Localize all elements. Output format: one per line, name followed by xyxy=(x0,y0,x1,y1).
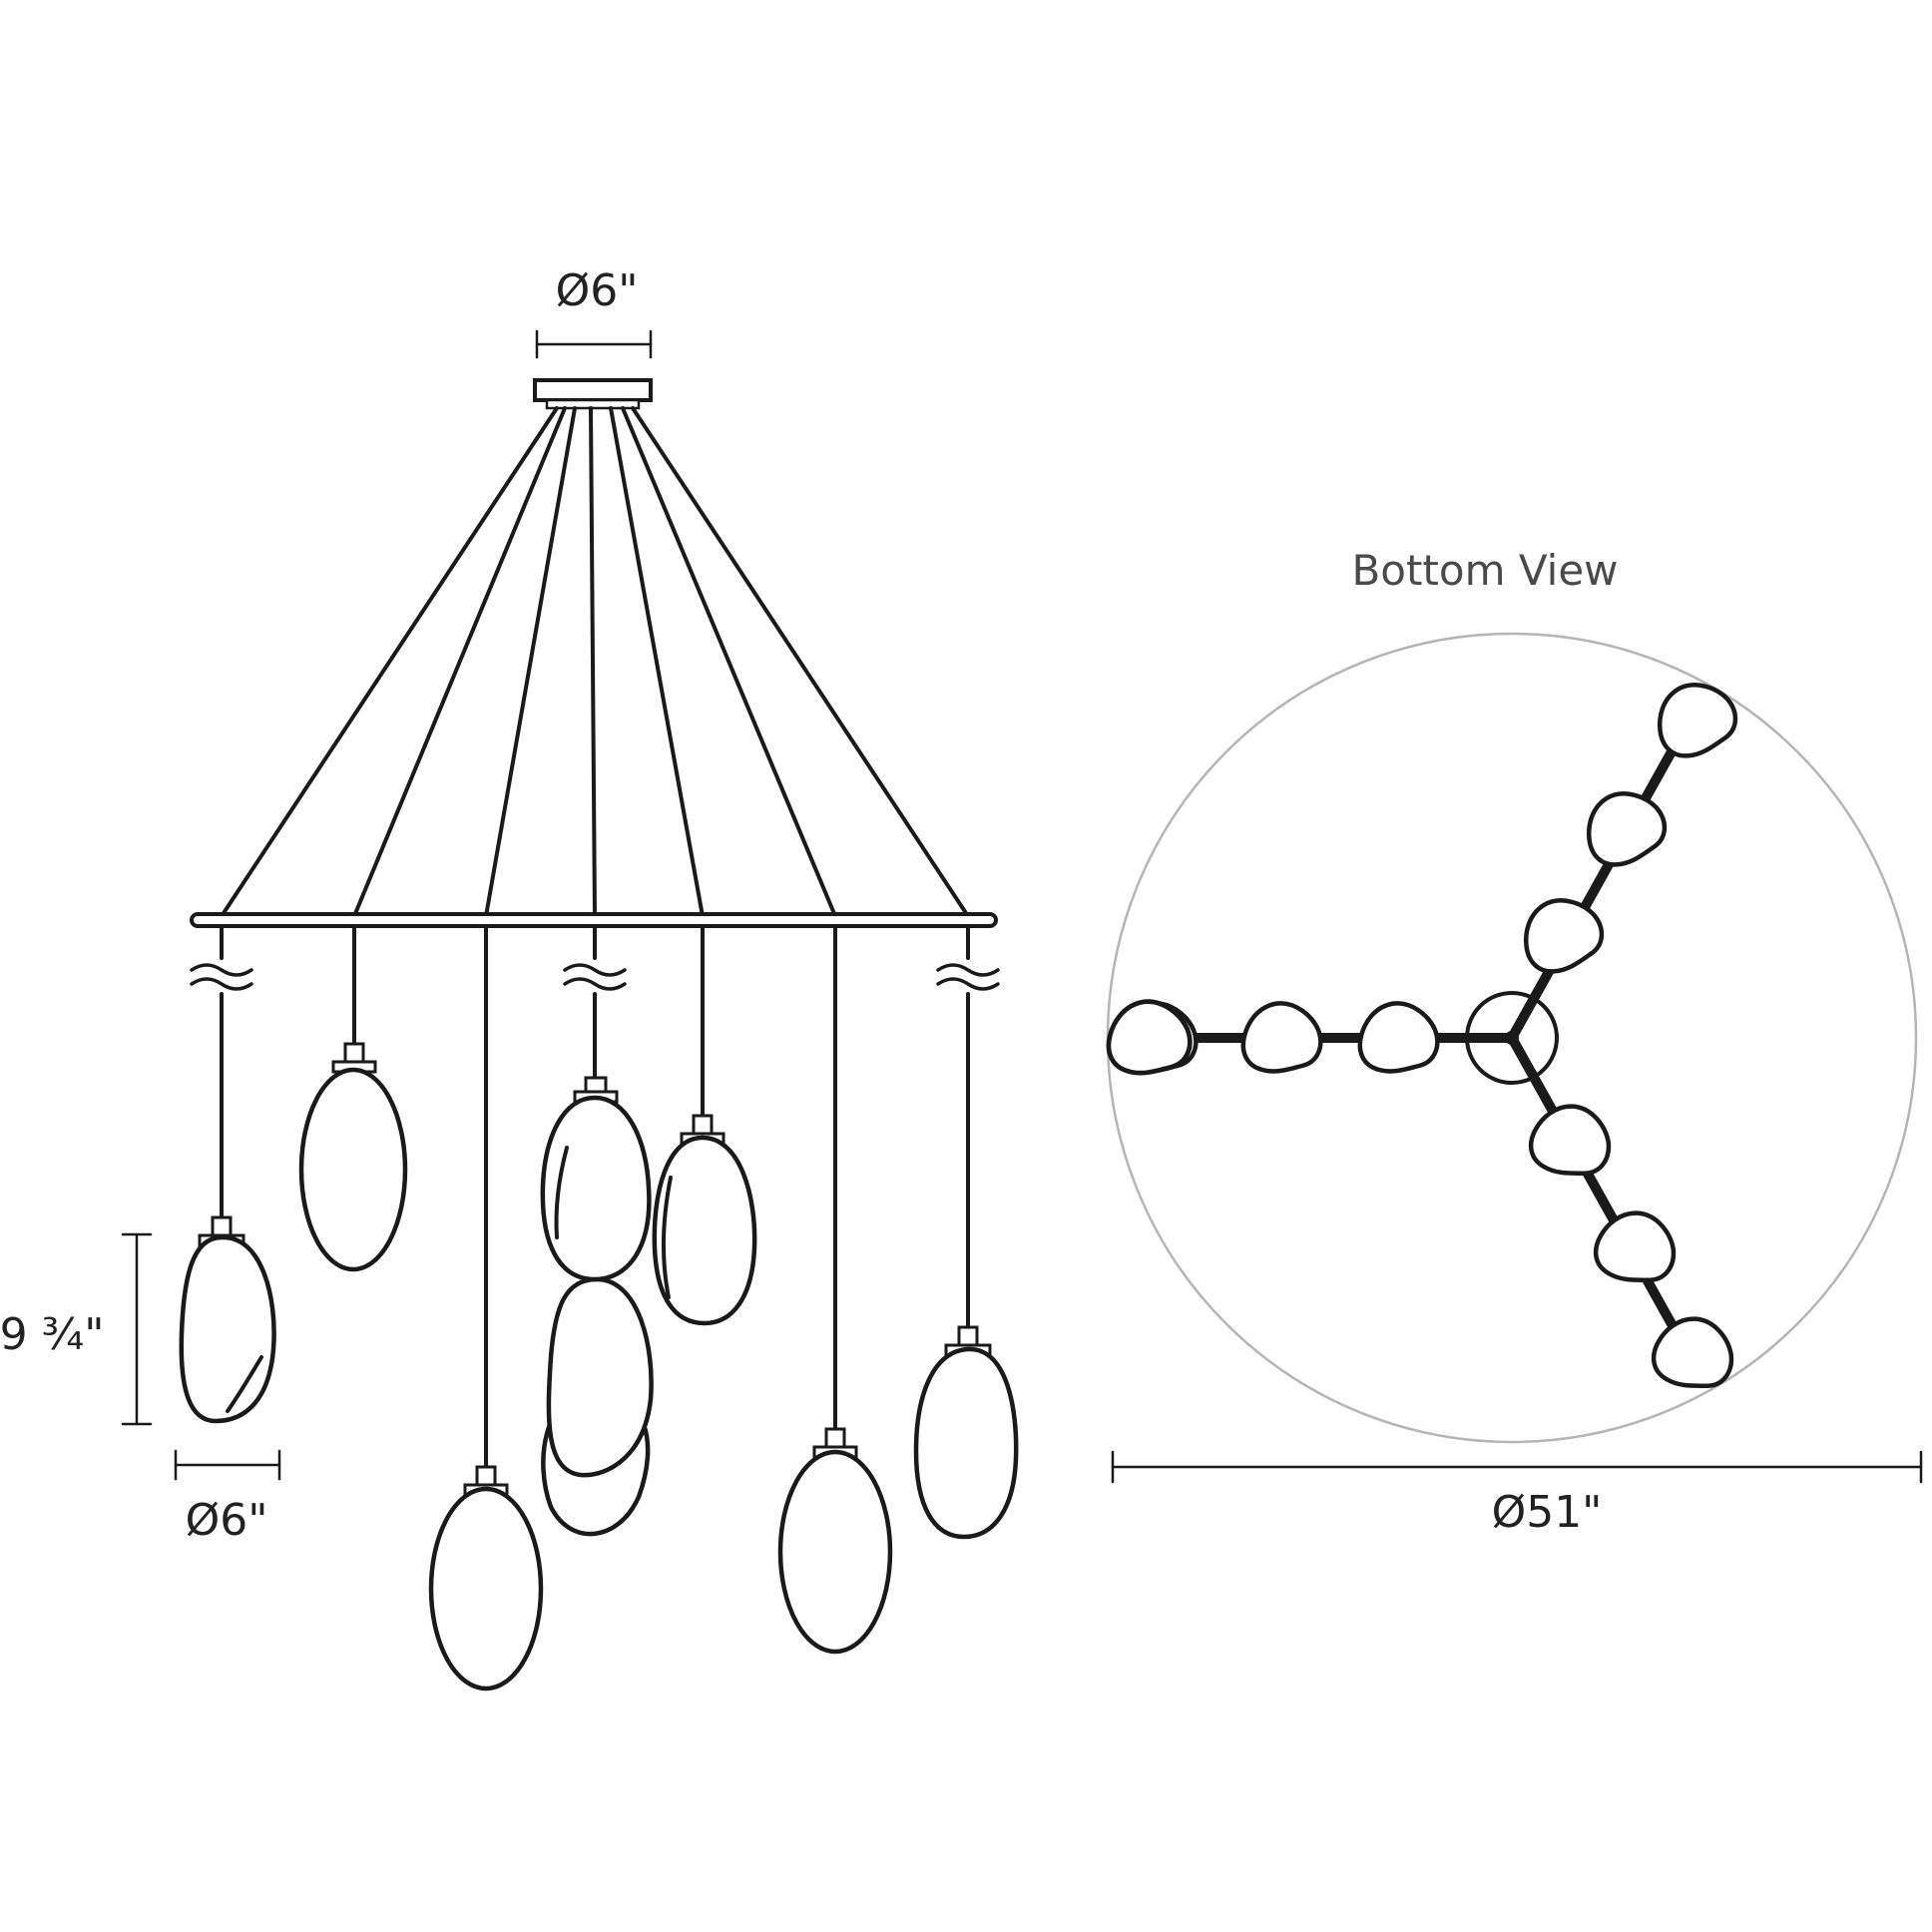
glass-shades xyxy=(179,1042,1019,1691)
bottom-shade xyxy=(1514,889,1610,980)
glass-shade xyxy=(428,1465,544,1691)
bottom-shade xyxy=(1590,1205,1682,1290)
glass-shade xyxy=(652,1114,757,1326)
bottom-shade xyxy=(1648,674,1743,764)
glass-shade xyxy=(298,1042,408,1272)
overall-diameter-dimension: Ø51" xyxy=(1111,1450,1923,1538)
bottom-shade xyxy=(1360,1003,1437,1071)
bottom-view-hub xyxy=(1465,991,1559,1085)
bottom-shade xyxy=(1577,782,1673,873)
bottom-shade xyxy=(1648,1310,1739,1396)
shade-height-dimension: 9 ¾" xyxy=(0,1232,153,1426)
glass-shade xyxy=(913,1325,1019,1540)
shade-diameter-label: Ø6" xyxy=(186,1495,268,1546)
shade-diameter-dimension: Ø6" xyxy=(174,1449,281,1546)
bottom-shade xyxy=(1525,1098,1617,1184)
cord-break-symbols xyxy=(190,963,1000,991)
glass-shade xyxy=(179,1215,276,1424)
pendant-cords xyxy=(220,924,970,1469)
bottom-view-shades-left xyxy=(1109,1002,1190,1074)
overall-diameter-label: Ø51" xyxy=(1492,1487,1603,1538)
canopy-dimension: Ø6" xyxy=(535,265,653,359)
glass-shade xyxy=(777,1427,893,1655)
suspension-cables xyxy=(220,406,970,918)
bottom-view-arms xyxy=(1173,724,1690,1352)
bottom-shade xyxy=(1243,1003,1320,1071)
support-ring xyxy=(190,912,998,928)
canopy xyxy=(533,378,653,410)
canopy-diameter-label: Ø6" xyxy=(556,265,639,316)
glass-shade xyxy=(540,1076,652,1282)
bottom-view: Bottom View xyxy=(1108,546,1923,1538)
bottom-shade xyxy=(1109,1002,1190,1074)
shade-height-label: 9 ¾" xyxy=(0,1309,104,1360)
bottom-view-title: Bottom View xyxy=(1351,546,1618,595)
side-view: Ø6" xyxy=(0,265,1019,1691)
glass-shade xyxy=(546,1276,654,1478)
